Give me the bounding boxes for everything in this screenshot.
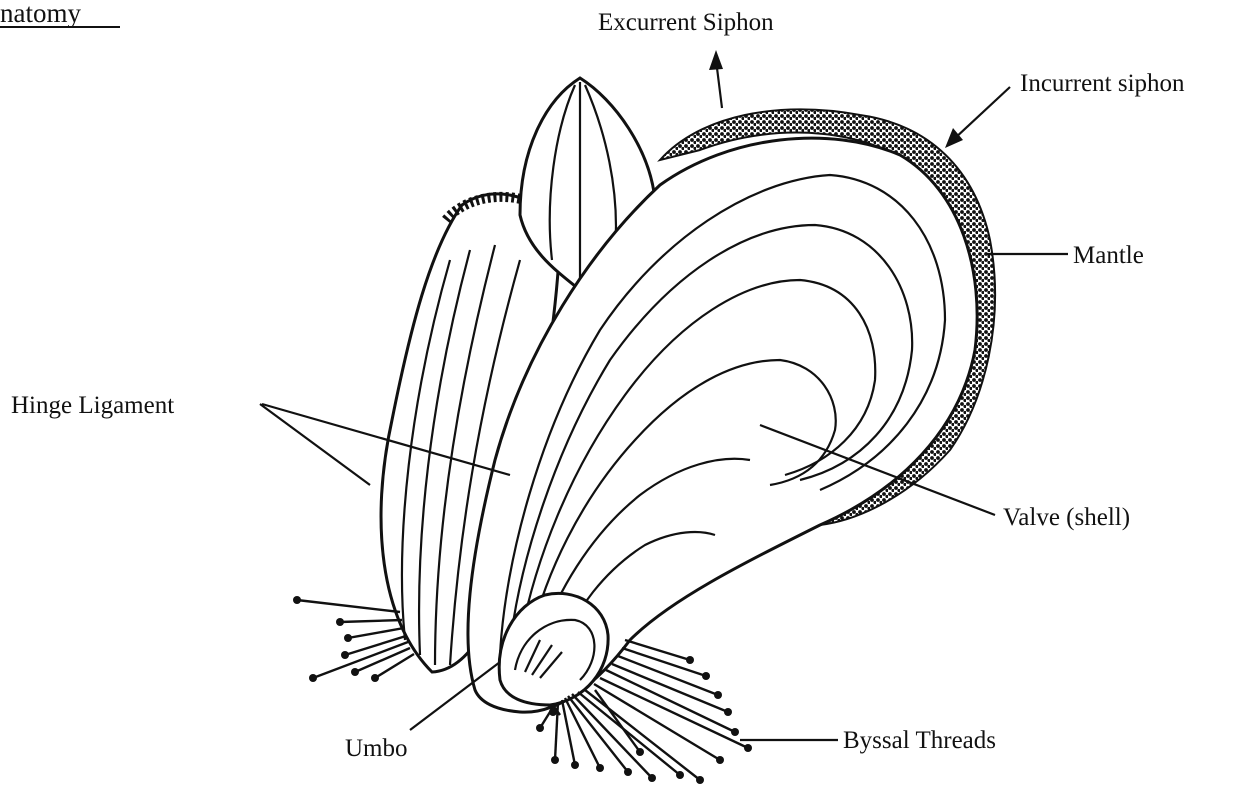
label-excurrent-siphon: Excurrent Siphon (598, 9, 774, 36)
incurrent-arrow-icon (945, 128, 963, 148)
label-umbo: Umbo (345, 735, 408, 762)
diagram-title: natomy (0, 0, 81, 28)
excurrent-arrow-icon (709, 50, 723, 70)
label-valve: Valve (shell) (1003, 504, 1130, 531)
label-mantle: Mantle (1073, 242, 1144, 269)
label-hinge-ligament: Hinge Ligament (11, 392, 174, 419)
label-incurrent-siphon: Incurrent siphon (1020, 70, 1185, 97)
label-byssal-threads: Byssal Threads (843, 727, 996, 754)
